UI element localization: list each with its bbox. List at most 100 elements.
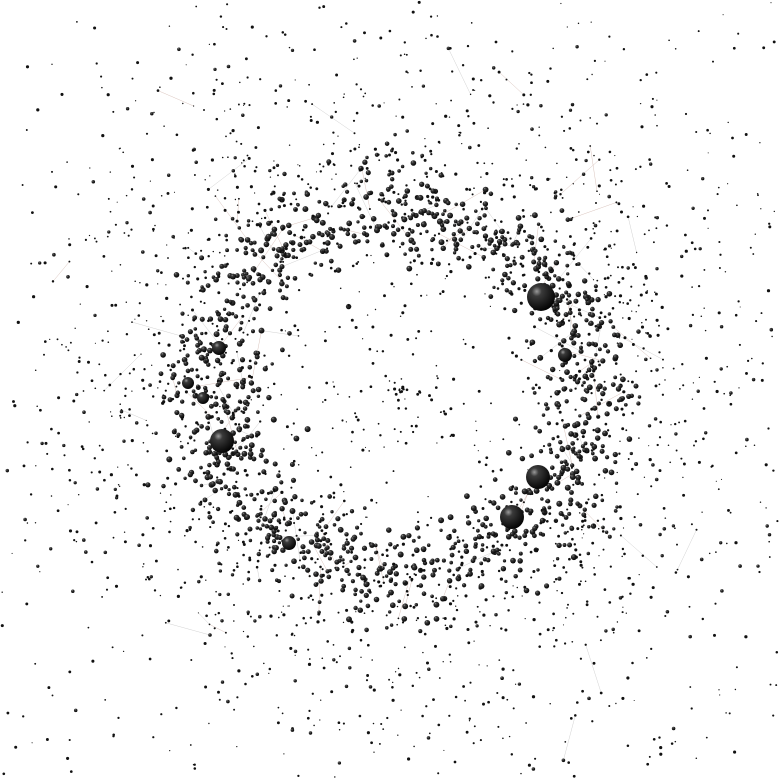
node xyxy=(109,411,112,413)
node xyxy=(44,340,47,343)
node xyxy=(337,611,340,614)
node xyxy=(483,236,486,239)
node xyxy=(334,110,337,114)
node xyxy=(590,306,595,312)
node xyxy=(484,206,488,211)
node xyxy=(401,621,405,624)
node xyxy=(164,389,167,392)
node xyxy=(590,451,595,456)
node xyxy=(214,395,219,400)
node xyxy=(658,469,662,473)
node xyxy=(394,392,398,396)
node xyxy=(151,395,155,398)
node xyxy=(599,320,605,326)
node xyxy=(421,84,426,88)
node xyxy=(574,158,578,161)
edge xyxy=(331,168,362,207)
node xyxy=(534,757,537,760)
node xyxy=(481,254,486,260)
node xyxy=(574,373,578,378)
node xyxy=(198,289,202,292)
node xyxy=(261,523,265,527)
node xyxy=(220,337,224,341)
node xyxy=(462,685,465,688)
node xyxy=(523,528,529,534)
node xyxy=(437,772,440,775)
node xyxy=(596,323,601,328)
node xyxy=(572,354,577,358)
node xyxy=(330,152,335,156)
node xyxy=(571,537,574,541)
node xyxy=(235,140,238,143)
node xyxy=(193,448,198,452)
node xyxy=(167,382,170,385)
node xyxy=(242,268,247,273)
node xyxy=(334,559,340,565)
node xyxy=(476,161,479,165)
node xyxy=(589,237,593,240)
node xyxy=(38,261,42,265)
node xyxy=(414,246,420,252)
node xyxy=(426,736,431,740)
node xyxy=(455,605,457,607)
node xyxy=(596,190,598,193)
node xyxy=(388,589,394,596)
node xyxy=(427,495,429,498)
node xyxy=(491,66,496,70)
node xyxy=(349,509,355,514)
node xyxy=(397,440,399,443)
node xyxy=(266,491,270,495)
node xyxy=(554,312,557,316)
node xyxy=(396,623,399,626)
node xyxy=(233,604,235,606)
node xyxy=(473,536,478,542)
node xyxy=(344,567,350,574)
node xyxy=(358,573,362,576)
node xyxy=(588,272,591,275)
node xyxy=(459,131,462,134)
node xyxy=(530,127,534,131)
node xyxy=(327,212,330,215)
node xyxy=(158,371,164,377)
node xyxy=(104,373,107,377)
node xyxy=(392,562,396,566)
node xyxy=(241,282,246,287)
node xyxy=(593,59,597,63)
node xyxy=(384,374,388,378)
node xyxy=(286,106,288,108)
node xyxy=(669,461,672,464)
node xyxy=(591,502,597,508)
hub-node xyxy=(500,505,524,529)
node xyxy=(229,132,232,135)
node xyxy=(466,221,469,224)
node xyxy=(278,288,282,293)
node xyxy=(358,714,362,718)
node xyxy=(370,254,372,257)
node xyxy=(540,497,544,501)
node xyxy=(199,483,204,488)
node xyxy=(467,115,470,118)
node xyxy=(373,147,377,151)
node xyxy=(256,551,261,557)
node xyxy=(101,86,103,89)
node xyxy=(214,548,219,554)
node xyxy=(501,253,505,256)
node xyxy=(433,616,440,622)
node xyxy=(416,617,420,620)
node xyxy=(435,261,441,267)
node xyxy=(363,566,366,569)
node xyxy=(291,247,296,252)
node xyxy=(324,398,327,402)
node xyxy=(111,270,113,272)
node xyxy=(511,107,514,110)
node xyxy=(226,549,229,551)
node xyxy=(77,193,80,196)
node xyxy=(561,514,565,517)
node xyxy=(729,394,732,397)
node xyxy=(286,222,292,229)
node xyxy=(259,78,262,81)
node xyxy=(659,420,662,424)
node xyxy=(406,572,409,576)
node xyxy=(458,131,460,133)
node xyxy=(152,230,155,232)
